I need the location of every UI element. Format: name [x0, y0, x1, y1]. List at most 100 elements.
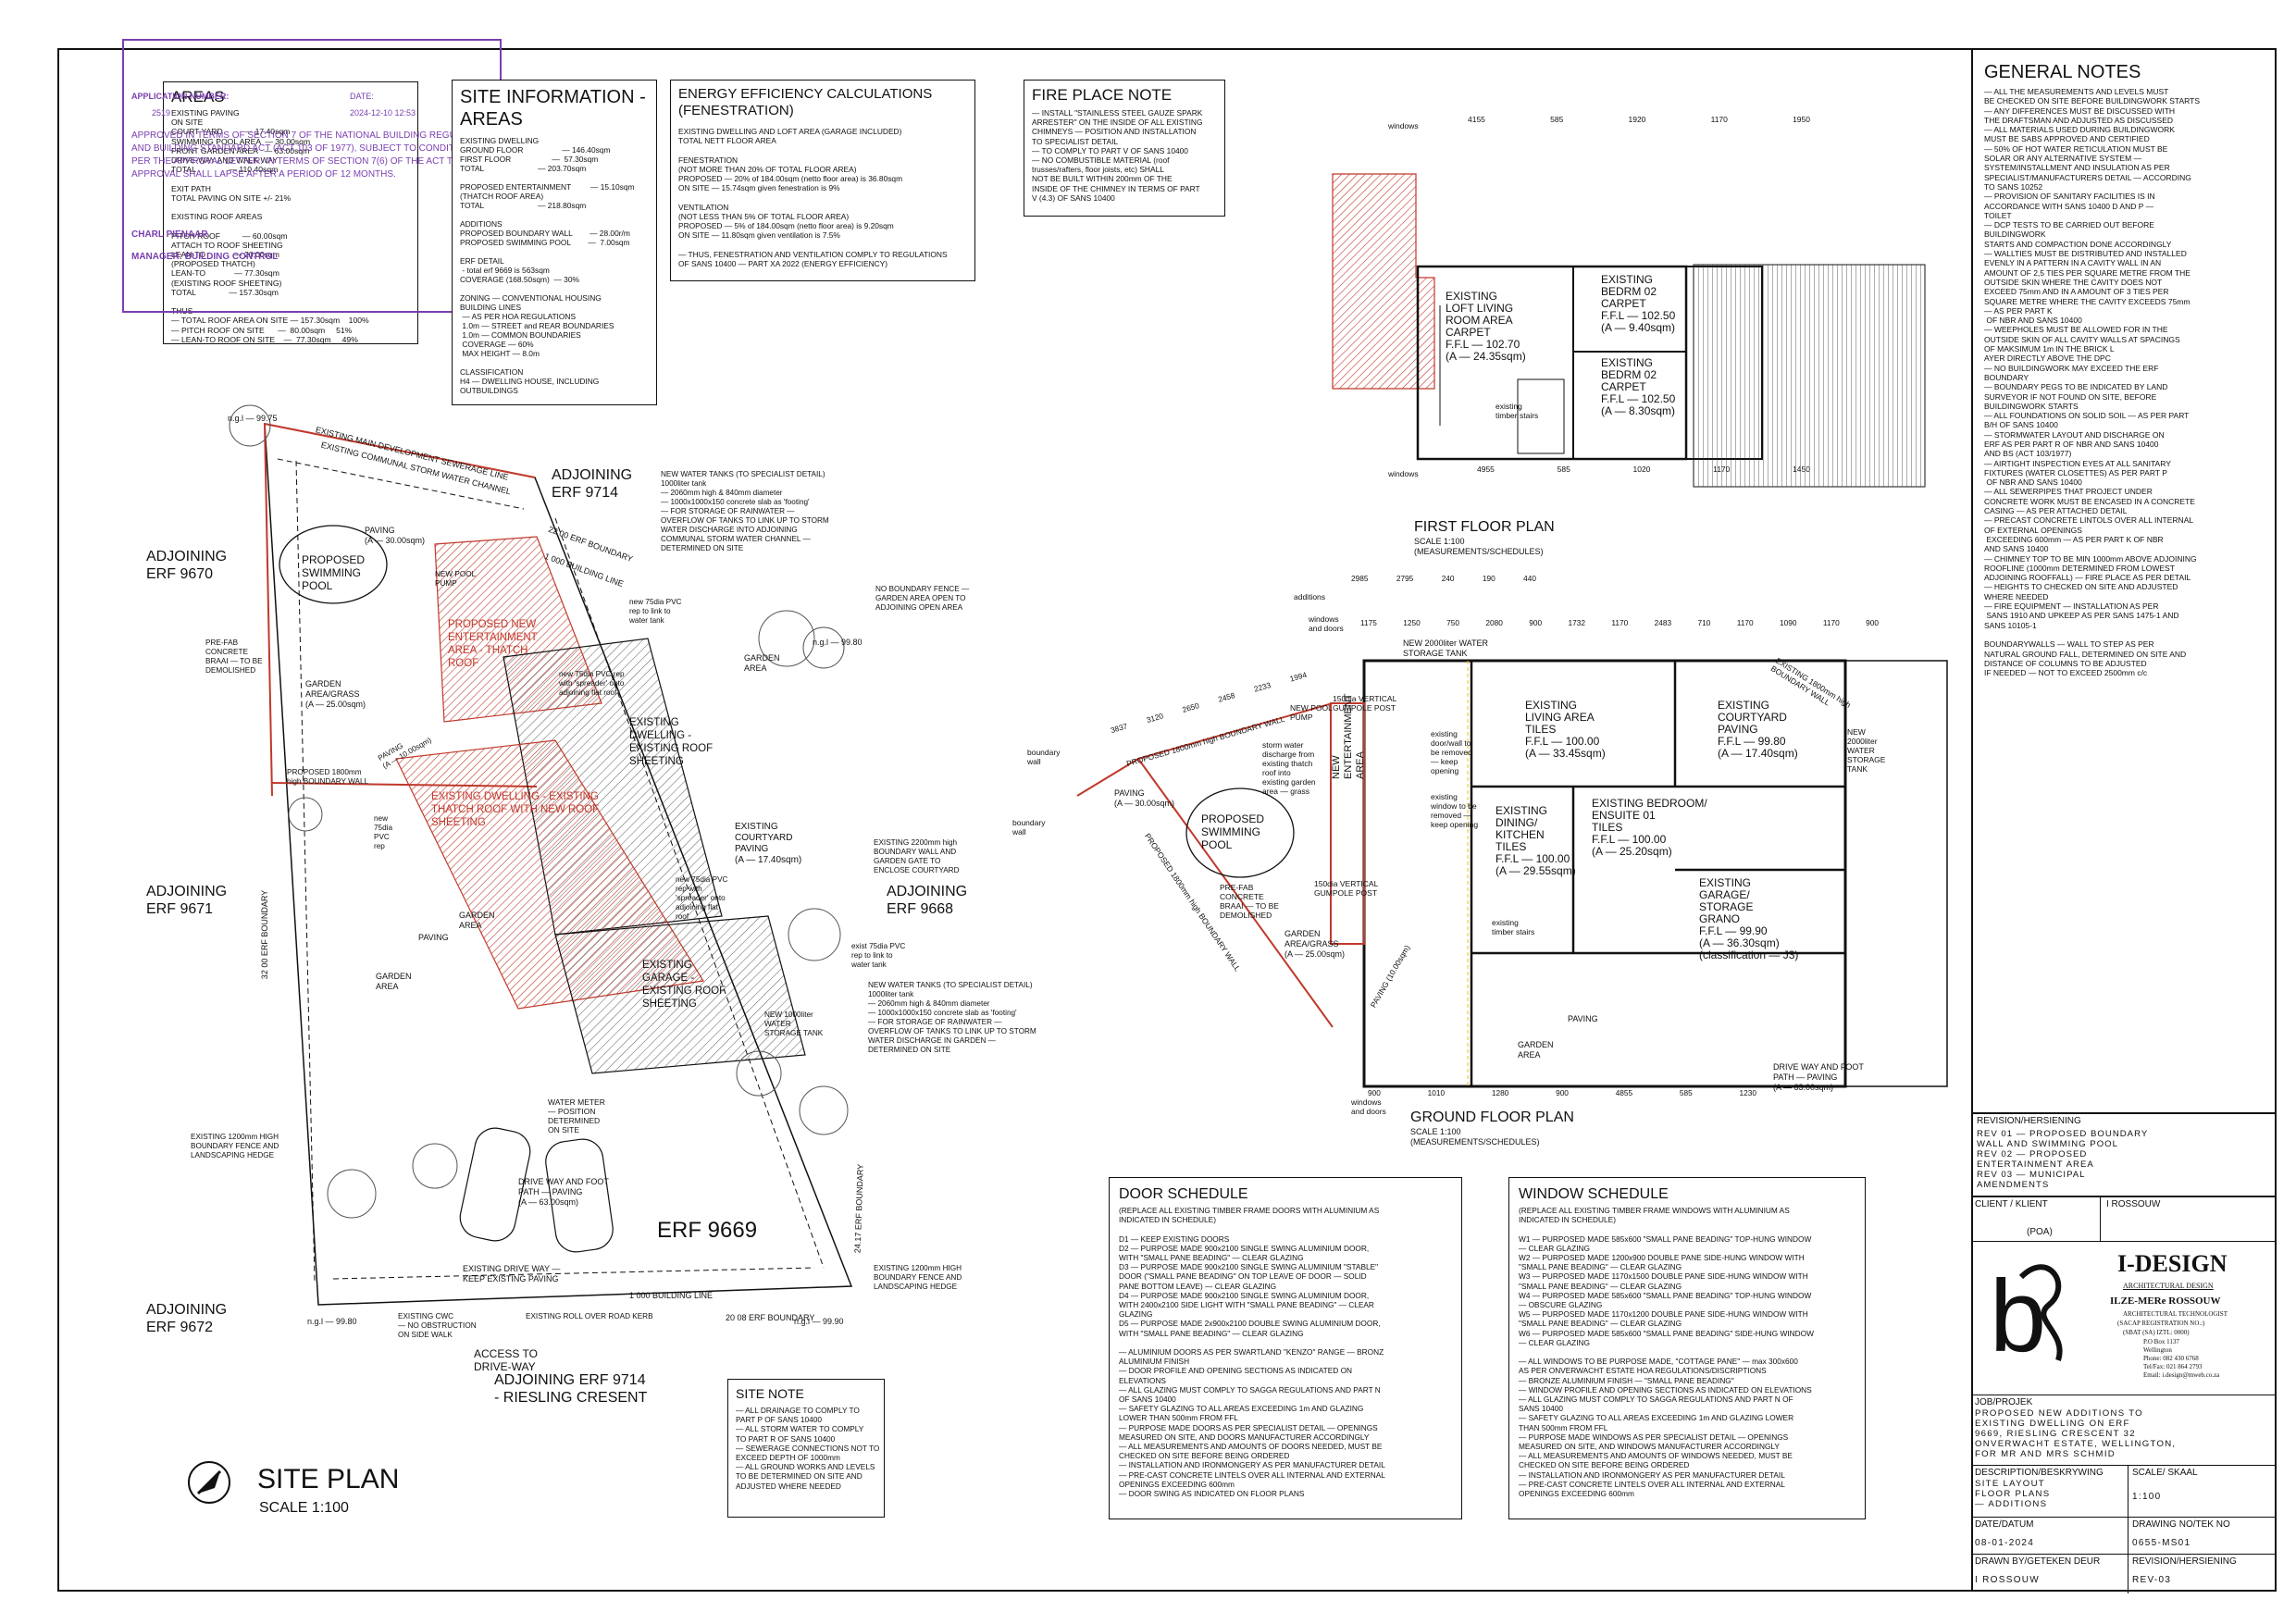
ff-bed2a: EXISTING BEDRM 02 CARPET F.F.L — 102.50 …	[1601, 273, 1676, 334]
firm-person: ILZE-MERe ROSSOUW	[2110, 1295, 2221, 1307]
stamp-role: MANAGER: BUILDING CONTROL	[131, 252, 279, 262]
site-info-line	[460, 284, 654, 293]
gf-bedroom: EXISTING BEDROOM/ ENSUITE 01 TILES F.F.L…	[1592, 797, 1707, 858]
areas-line: ATTACH TO ROOF SHEETING	[171, 240, 283, 250]
window-schedule-line: — SAFETY GLAZING TO ALL AREAS EXCEEDING …	[1519, 1413, 1794, 1423]
adjoining-9671: ADJOINING ERF 9671	[146, 884, 228, 917]
fireplace-line: CHIMNEYS — POSITION AND INSTALLATION	[1032, 127, 1197, 137]
drawing-no-cell: DRAWING NO/TEK NO 0655-MS01	[2128, 1518, 2277, 1555]
areas-line: ON SITE	[171, 118, 204, 128]
firm-name: I-DESIGN	[2117, 1250, 2228, 1277]
areas-line: COURT YARD — 17.40sqm	[171, 127, 291, 137]
general-note-line: SURVEYOR IF NOT FOUND ON SITE, BEFORE	[1984, 391, 2157, 402]
site-tanks-top: NEW WATER TANKS (TO SPECIALIST DETAIL) 1…	[661, 470, 829, 552]
door-schedule-line: DOOR ("SMALL PANE BEADING" ON TOP LEAVE …	[1119, 1271, 1367, 1282]
dimension-label: 1020	[1632, 465, 1651, 474]
general-note-line: SANS 1910 AND UPKEEP AS PER SANS 1475-1 …	[1984, 611, 2179, 621]
general-note-line: OF NBR AND SANS 10400	[1984, 316, 2082, 326]
gf-boundary-wall-b: boundary wall	[1012, 818, 1046, 837]
general-note-line: — ANY DIFFERENCES MUST BE DISCUSSED WITH	[1984, 105, 2176, 116]
firm-address: P.O Box 1137 Wellington Phone: 082 430 6…	[2143, 1338, 2220, 1379]
job-line: FOR MR AND MRS SCHMID	[1975, 1449, 2116, 1459]
firm-reg: (SACAP REGISTRATION NO.:)	[2117, 1320, 2205, 1327]
description-label: DESCRIPTION/BESKRYWING	[1975, 1468, 2104, 1478]
stamp-application-label: APPLICATION NUMBER:	[131, 92, 230, 101]
dimension-label: 1920	[1628, 115, 1646, 124]
gf-windows-doors-bottom: windows and doors	[1351, 1097, 1386, 1116]
stamp-signatory: CHARL PIENAAR	[131, 229, 208, 240]
window-schedule-line: MEASURED ON SITE, AND WINDOWS MANUFACTUR…	[1519, 1442, 1780, 1452]
revision-label: REVISION/HERSIENING	[2132, 1556, 2237, 1567]
site-info-line: CLASSIFICATION	[460, 367, 524, 377]
areas-line: PITCH ROOF — 60.00sqm	[171, 230, 288, 241]
general-note-line: IF NEEDED — NOT TO EXCEED 2500mm c/c	[1984, 668, 2148, 678]
ground-floor-title: GROUND FLOOR PLAN	[1410, 1110, 1574, 1125]
energy-line	[678, 192, 971, 202]
areas-line: FRONT GARDEN AREA — 63.00sqm	[171, 145, 310, 155]
site-info-line: H4 — DWELLING HOUSE, INCLUDING	[460, 377, 600, 386]
door-schedule-line: D5 — PURPOSE MADE 2x900x2100 DOUBLE SWIN…	[1119, 1319, 1381, 1329]
firm-subtitle: ARCHITECTURAL DESIGN	[2123, 1282, 2214, 1290]
site-plan-scale: SCALE 1:100	[259, 1500, 349, 1516]
adjoining-9672: ADJOINING ERF 9672	[146, 1302, 228, 1335]
ground-floor-scale: SCALE 1:100 (MEASUREMENTS/SCHEDULES)	[1410, 1127, 1540, 1147]
general-note-line: SPECIALIST/MANUFACTURERS DETAIL — ACCORD…	[1984, 172, 2191, 182]
general-note-line: SANS 10105-1	[1984, 620, 2037, 630]
gf-paving: PAVING	[1568, 1014, 1598, 1023]
general-note-line: — AS PER PART K	[1984, 305, 2053, 316]
general-note-line: STARTS AND COMPACTION DONE ACCORDINGLY	[1984, 239, 2172, 249]
site-note-line: ADJUSTED WHERE NEEDED	[736, 1481, 841, 1491]
fireplace-line: trusses/rafters, floor joists, etc) SHAL…	[1032, 165, 1164, 175]
energy-line: PROPOSED — 20% of 184.00sqm (netto floor…	[678, 174, 903, 184]
general-note-line: EVENLY IN A PATTERN IN A CAVITY WALL IN …	[1984, 258, 2162, 268]
general-note-line: OF EXTERNAL OPENINGS	[1984, 525, 2082, 535]
general-note-line: SQUARE METRE WHERE THE CAVITY EXCEEDS 75…	[1984, 296, 2191, 306]
dimension-label: 1090	[1780, 618, 1797, 627]
site-kerb: EXISTING ROLL OVER ROAD KERB	[526, 1312, 653, 1320]
site-info-line: PROPOSED ENTERTAINMENT — 15.10sqm	[460, 182, 635, 192]
gf-gumpole1: 150dia VERTICAL GUMPOLE POST	[1333, 694, 1397, 713]
general-note-line: OF MAKSIMUM 1m IN THE BRICK L	[1984, 344, 2115, 354]
general-note-line: FIXTURES (WATER CLOSETTES) AS PER PART P	[1984, 467, 2167, 477]
general-note-line: — ALL FOUNDATIONS ON SOLID SOIL — AS PER…	[1984, 411, 2190, 421]
firm-reg2: (SBAT (SA) IZTL: 0000)	[2123, 1329, 2190, 1336]
dimension-label: 1250	[1403, 618, 1421, 627]
site-garden-area-c: GARDEN AREA	[744, 653, 780, 673]
site-ngl-9980-right: n.g.l — 99.80	[813, 638, 863, 647]
areas-line: EXISTING ROOF AREAS	[171, 212, 263, 222]
window-schedule-line: — PRE-CAST CONCRETE LINTELS OVER ALL INT…	[1519, 1479, 1785, 1489]
dimension-label: 1450	[1793, 465, 1810, 474]
door-schedule-line: WITH 2400x2100 SIDE LIGHT WITH "SMALL PA…	[1119, 1300, 1374, 1310]
door-schedule-line: WITH "SMALL PANE BEADING" — CLEAR GLAZIN…	[1119, 1253, 1304, 1263]
client-cell: CLIENT / KLIENT (POA)	[1971, 1197, 2101, 1242]
svg-text:b: b	[1990, 1259, 2046, 1373]
site-info-line: EXISTING DWELLING	[460, 136, 540, 145]
site-existing-driveway: EXISTING DRIVE WAY — KEEP EXISTING PAVIN…	[463, 1264, 561, 1283]
dimension-label: 240	[1441, 574, 1455, 583]
site-info-line: (THATCH ROOF AREA)	[460, 192, 544, 201]
window-schedule-line: (REPLACE ALL EXISTING TIMBER FRAME WINDO…	[1519, 1206, 1790, 1215]
general-note-line: — NO BUILDINGWORK MAY EXCEED THE ERF	[1984, 363, 2159, 373]
window-schedule-line: — CLEAR GLAZING	[1519, 1337, 1590, 1347]
drawing-no-label: DRAWING NO/TEK NO	[2132, 1519, 2230, 1530]
areas-line: TOTAL — 110.40sqm	[171, 165, 279, 175]
first-floor-scale: SCALE 1:100 (MEASUREMENTS/SCHEDULES)	[1414, 537, 1544, 556]
general-note-line: MUST BE SABS APPROVED AND CERTIFIED	[1984, 134, 2150, 144]
general-note-line: AYER DIRECTLY ABOVE THE DPC	[1984, 353, 2111, 364]
areas-line: LEAN-TO — 77.30sqm	[171, 268, 279, 279]
energy-line: ON SITE — 15.74sqm given fenestration is…	[678, 183, 840, 193]
gf-boundary-wall-a: boundary wall	[1027, 748, 1061, 766]
window-schedule-line: "SMALL PANE BEADING" — CLEAR GLAZING	[1519, 1319, 1682, 1329]
site-info-line: BUILDING LINES	[460, 303, 522, 312]
client-label: CLIENT / KLIENT	[1975, 1199, 2048, 1209]
door-schedule-line: ELEVATIONS	[1119, 1375, 1166, 1385]
fireplace-line: — INSTALL "STAINLESS STEEL GAUZE SPARK	[1032, 108, 1203, 118]
ff-windows-bottom: windows	[1388, 469, 1419, 478]
